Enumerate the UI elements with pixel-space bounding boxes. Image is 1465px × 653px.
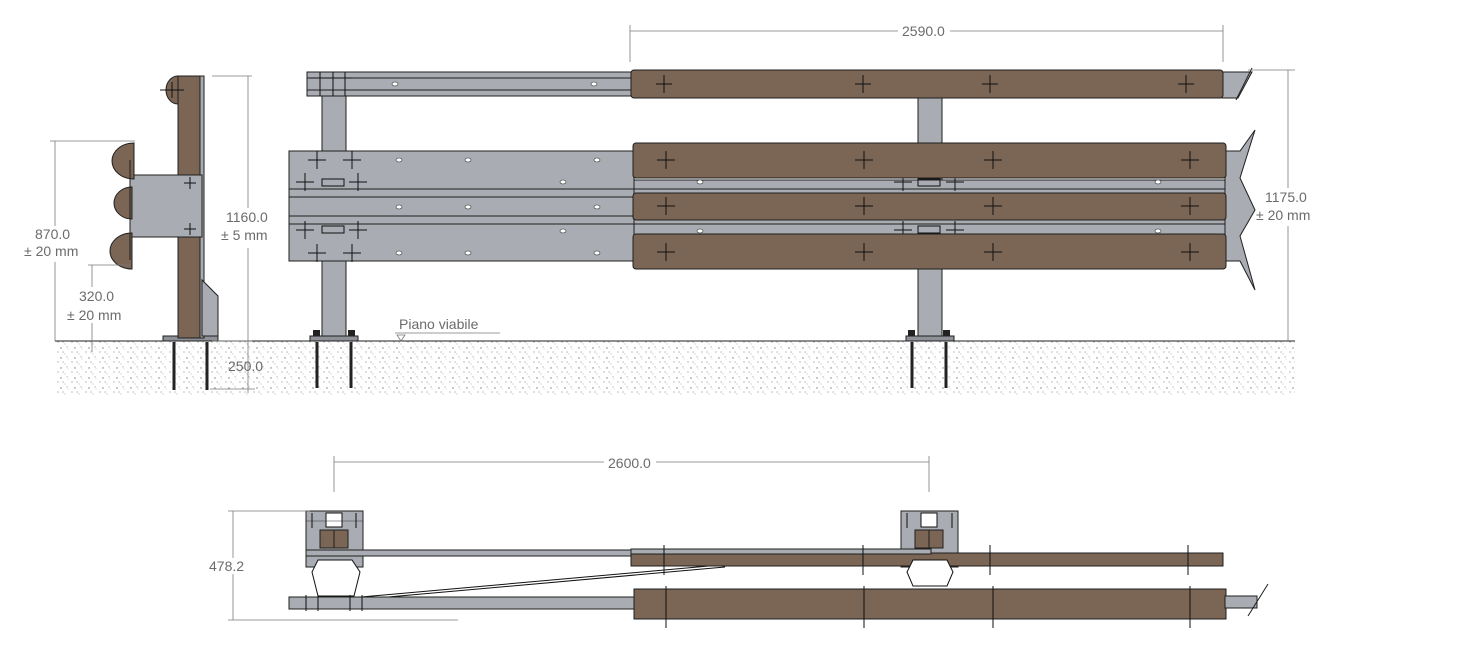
total-height-tolerance: ± 20 mm: [1256, 207, 1310, 223]
top-length-value: 2590.0: [902, 23, 945, 39]
embed-depth-value: 250.0: [228, 358, 263, 374]
dim-rail-height: 870.0 ± 20 mm: [24, 140, 135, 341]
front-elevation-view: [288, 67, 1256, 388]
plan-lower-steel-rail: [288, 596, 635, 610]
total-height-value: 1175.0: [1265, 189, 1307, 205]
rail-height-value: 870.0: [35, 226, 70, 242]
dim-lower-height: 320.0 ± 20 mm: [66, 264, 132, 352]
side-spacer-block: [129, 174, 203, 238]
wood-rail-bolts: [656, 75, 1199, 261]
w-beam-holes: [395, 157, 1162, 256]
wood-rail-2: [632, 192, 1227, 221]
ground-section: [55, 340, 1295, 396]
dim-top-length: 2590.0: [629, 22, 1224, 62]
road-level-marker: Piano viabile: [395, 316, 500, 342]
lower-height-value: 320.0: [79, 288, 114, 304]
bolt-crosses-left: [296, 151, 367, 262]
top-wood-rail: [630, 69, 1224, 99]
bolt-crosses-right: [894, 173, 964, 239]
lower-height-tolerance: ± 20 mm: [67, 307, 121, 323]
plan-lower-wood-rail: [633, 588, 1227, 620]
rail-height-tolerance: ± 20 mm: [24, 243, 78, 259]
dim-total-height: 1175.0 ± 20 mm: [1248, 69, 1320, 341]
plan-width-value: 478.2: [209, 558, 244, 574]
w-beam-steel: [288, 150, 635, 262]
wood-rail-1: [632, 142, 1227, 179]
post-spacing-value: 2600.0: [608, 455, 651, 471]
dim-embed-depth: 250.0: [210, 341, 263, 393]
plan-view: [288, 510, 1269, 628]
dim-plan-width: 478.2: [208, 510, 458, 621]
side-section-view: [109, 75, 219, 390]
dim-post-height: 1160.0 ± 5 mm: [212, 75, 274, 342]
dim-post-spacing: 2600.0: [333, 454, 930, 492]
post-height-tolerance: ± 5 mm: [221, 227, 268, 243]
road-level-label: Piano viabile: [399, 316, 479, 332]
wood-rail-3: [632, 233, 1227, 270]
post-height-value: 1160.0: [226, 209, 268, 225]
top-rail-steel: [306, 71, 633, 97]
